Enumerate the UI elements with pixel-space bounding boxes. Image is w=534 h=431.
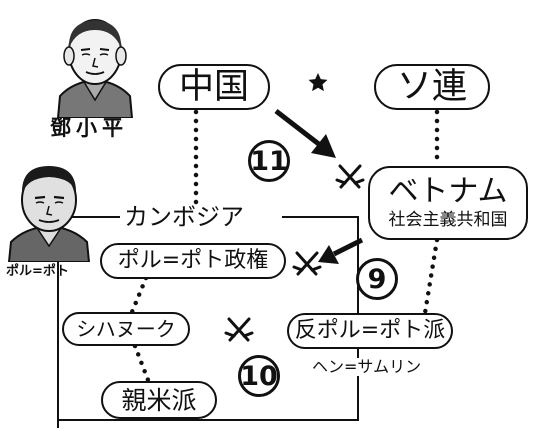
arrow-vietnam-to-polpot-head <box>318 245 339 264</box>
anti-pol-pot-faction-node: 反ポル=ポト派 <box>287 313 453 349</box>
arrow-china-to-vietnam-head <box>311 134 336 158</box>
heng-samrin-label: ヘン=サムリン <box>310 357 424 376</box>
sihanouk-node: シハヌーク <box>62 312 190 346</box>
marker-10: 10 <box>238 355 280 397</box>
soviet-union-node: ソ連 <box>374 64 490 110</box>
arrow-china-to-vietnam <box>274 109 322 147</box>
vietnam-node-title: ベトナム <box>388 174 508 209</box>
crossed-swords-icon-1 <box>335 164 365 189</box>
vietnam-node-subtitle: 社会主義共和国 <box>388 210 508 230</box>
china-node: 中国 <box>158 64 270 110</box>
vietnam-node: ベトナム 社会主義共和国 <box>368 166 528 240</box>
pol-pot-portrait <box>7 166 91 262</box>
pro-american-faction-node: 親米派 <box>101 381 217 419</box>
arrow-vietnam-to-polpot <box>332 237 364 257</box>
deng-xiaoping-portrait <box>56 19 134 118</box>
marker-9: 9 <box>356 258 398 300</box>
pol-pot-caption: ポル=ポト <box>6 264 69 279</box>
pol-pot-regime-node: ポル=ポト政権 <box>100 243 286 279</box>
dotted-link-polpot-sihanouk <box>129 275 149 315</box>
crossed-swords-icon-2 <box>292 251 322 276</box>
dotted-link-sihanouk-proamerican <box>132 343 151 383</box>
conflict-star-icon <box>308 73 328 92</box>
crossed-swords-icon-3 <box>224 317 254 342</box>
deng-xiaoping-caption: 鄧小平 <box>50 116 128 140</box>
dotted-link-vietnam-antipolpot <box>422 237 440 316</box>
cambodia-label: カンボジア <box>122 203 246 231</box>
marker-11: 11 <box>248 140 290 182</box>
